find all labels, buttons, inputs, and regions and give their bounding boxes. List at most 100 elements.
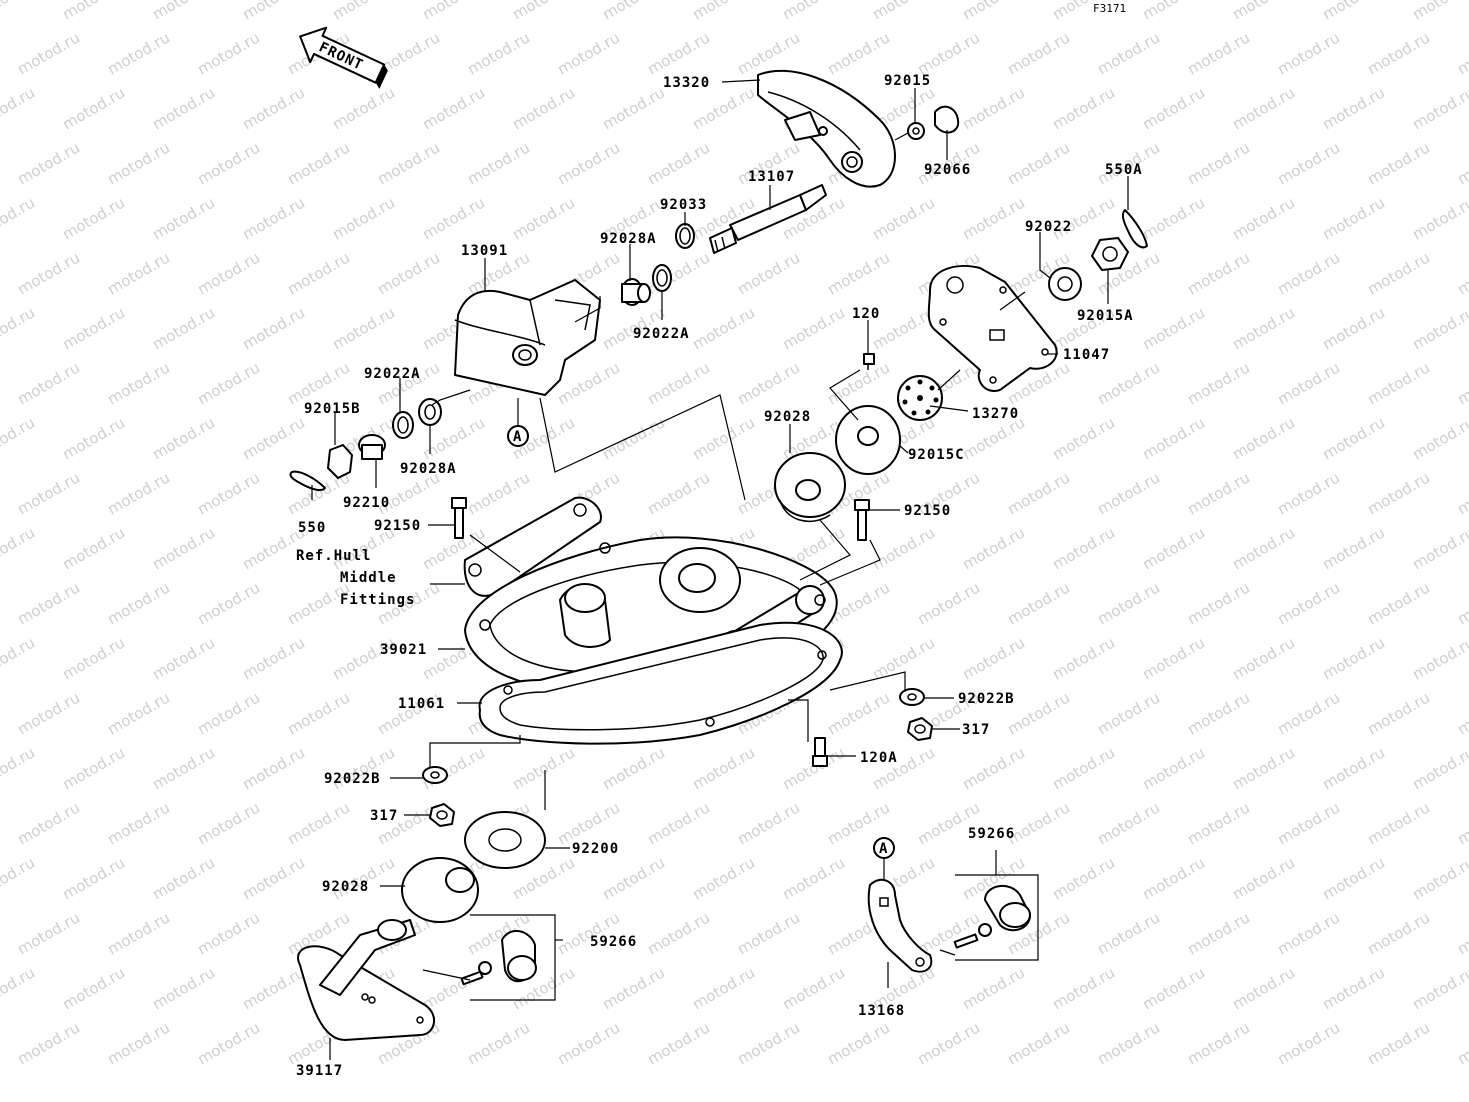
part-92022B-washer-left [422, 766, 448, 784]
watermark-text: motod.ru [59, 633, 128, 683]
watermark-text: motod.ru [1139, 633, 1208, 683]
watermark-text: motod.ru [644, 1018, 713, 1068]
watermark-text: motod.ru [734, 798, 803, 848]
watermark-text: motod.ru [1229, 853, 1298, 903]
watermark-text: motod.ru [1004, 1018, 1073, 1068]
watermark-text: motod.ru [149, 853, 218, 903]
watermark-text: motod.ru [1274, 908, 1343, 958]
watermark-text: motod.ru [1319, 633, 1388, 683]
watermark-text: motod.ru [0, 633, 38, 683]
watermark-text: motod.ru [1319, 83, 1388, 133]
watermark-text: motod.ru [1274, 688, 1343, 738]
watermark-text: motod.ru [1094, 798, 1163, 848]
watermark-text: motod.ru [1229, 633, 1298, 683]
watermark-text: motod.ru [1139, 853, 1208, 903]
watermark-text: motod.ru [1139, 963, 1208, 1013]
watermark-text: motod.ru [1409, 633, 1469, 683]
watermark-text: motod.ru [599, 0, 668, 23]
watermark-text: motod.ru [1004, 468, 1073, 518]
watermark-text: motod.ru [644, 908, 713, 958]
watermark-text: motod.ru [914, 578, 983, 628]
watermark-text: motod.ru [1229, 413, 1298, 463]
callout-120: 120 [852, 306, 880, 322]
watermark-text: motod.ru [14, 798, 83, 848]
callout-92022A-top: 92022A [633, 326, 690, 342]
watermark-text: motod.ru [914, 1018, 983, 1068]
watermark-text: motod.ru [284, 798, 353, 848]
marker-a-top: A [507, 398, 529, 447]
watermark-text: motod.ru [329, 83, 398, 133]
watermark-text: motod.ru [194, 248, 263, 298]
callout-317-left: 317 [370, 808, 398, 824]
watermark-text: motod.ru [1229, 83, 1298, 133]
watermark-text: motod.ru [554, 358, 623, 408]
watermark-text: motod.ru [239, 853, 308, 903]
watermark-text: motod.ru [914, 28, 983, 78]
watermark-text: motod.ru [1319, 743, 1388, 793]
svg-text:A: A [513, 429, 522, 445]
watermark-text: motod.ru [1364, 1018, 1433, 1068]
watermark-text: motod.ru [1409, 963, 1469, 1013]
watermark-text: motod.ru [1319, 523, 1388, 573]
callout-92066: 92066 [924, 162, 971, 178]
watermark-text: motod.ru [1184, 468, 1253, 518]
watermark-text: motod.ru [599, 743, 668, 793]
watermark-text: motod.ru [1184, 248, 1253, 298]
watermark-text: motod.ru [1049, 83, 1118, 133]
callout-92028A-left: 92028A [400, 461, 457, 477]
watermark-text: motod.ru [1364, 578, 1433, 628]
watermark-text: motod.ru [59, 0, 128, 23]
watermark-text: motod.ru [509, 0, 578, 23]
watermark-text: motod.ru [824, 1018, 893, 1068]
watermark-text: motod.ru [644, 358, 713, 408]
watermark-text: motod.ru [239, 743, 308, 793]
part-92150-bolt-right [854, 499, 870, 541]
watermark-text: motod.ru [374, 248, 443, 298]
watermark-text: motod.ru [1454, 468, 1469, 518]
watermark-text: motod.ru [149, 523, 218, 573]
watermark-text: motod.ru [644, 28, 713, 78]
ref-note: Ref.Hull Middle Fittings [296, 548, 414, 608]
watermark-text: motod.ru [869, 523, 938, 573]
watermark-text: motod.ru [1004, 28, 1073, 78]
watermark-text: motod.ru [149, 743, 218, 793]
part-317-nut-left [429, 803, 455, 827]
watermark-text: motod.ru [329, 633, 398, 683]
watermark-text: motod.ru [1319, 0, 1388, 23]
part-120-screw [863, 353, 875, 370]
callout-39021: 39021 [380, 642, 427, 658]
watermark-text: motod.ru [1319, 193, 1388, 243]
watermark-text: motod.ru [194, 908, 263, 958]
watermark-text: motod.ru [419, 0, 488, 23]
watermark-text: motod.ru [644, 798, 713, 848]
callout-92015C: 92015C [908, 447, 965, 463]
callout-13107: 13107 [748, 169, 795, 185]
callout-13168: 13168 [858, 1003, 905, 1019]
watermark-text: motod.ru [59, 743, 128, 793]
part-92022B-washer-right [899, 688, 925, 706]
watermark-text: motod.ru [14, 358, 83, 408]
callout-13091: 13091 [461, 243, 508, 259]
watermark-text: motod.ru [464, 1018, 533, 1068]
watermark-text: motod.ru [509, 193, 578, 243]
watermark-text: motod.ru [509, 83, 578, 133]
part-92028-bushing-right [774, 452, 846, 523]
watermark-text: motod.ru [1454, 578, 1469, 628]
watermark-text: motod.ru [1139, 523, 1208, 573]
part-92028A-bush-left [418, 398, 442, 426]
watermark-text: motod.ru [1364, 688, 1433, 738]
watermark-text: motod.ru [1229, 303, 1298, 353]
watermark-text: motod.ru [1364, 28, 1433, 78]
watermark-text: motod.ru [1409, 193, 1469, 243]
watermark-text: motod.ru [1184, 1018, 1253, 1068]
svg-text:A: A [879, 841, 888, 857]
callout-120A: 120A [860, 750, 898, 766]
ref-note-line-1: Ref.Hull [296, 548, 371, 564]
watermark-text: motod.ru [1094, 28, 1163, 78]
watermark-text: motod.ru [14, 688, 83, 738]
watermark-text: motod.ru [1229, 963, 1298, 1013]
part-92033-circlip [675, 223, 695, 249]
watermark-text: motod.ru [1274, 798, 1343, 848]
callout-13270: 13270 [972, 406, 1019, 422]
callout-92022B-right: 92022B [958, 691, 1015, 707]
